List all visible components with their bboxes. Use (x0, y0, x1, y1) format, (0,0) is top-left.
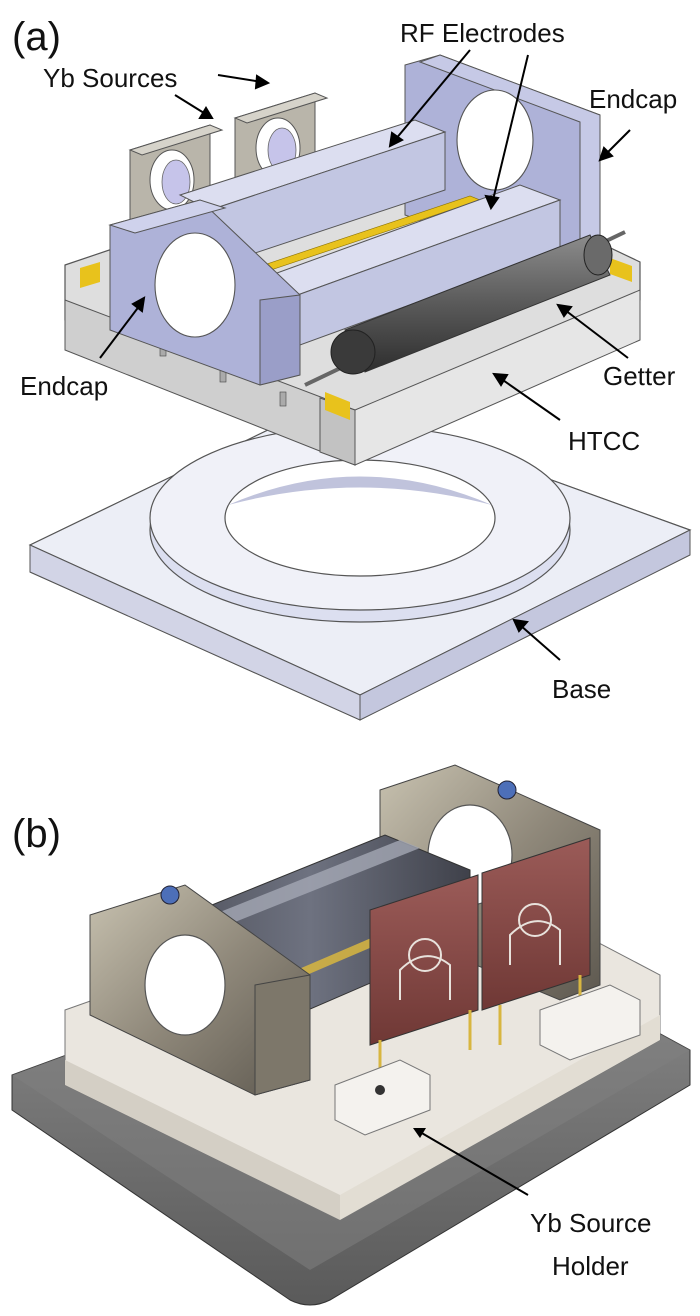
label-endcap-right: Endcap (589, 84, 677, 114)
label-rf-electrodes: RF Electrodes (400, 18, 565, 48)
photo-yb-source-chips (369, 837, 591, 1080)
label-endcap-left: Endcap (20, 371, 108, 401)
callout-arrows (99, 49, 631, 661)
rf-electrodes (178, 119, 562, 346)
base-plate (28, 399, 692, 721)
panel-label-a: (a) (12, 15, 61, 59)
endcap-front (108, 199, 301, 386)
panel-b-photo (11, 764, 691, 1306)
label-htcc: HTCC (568, 426, 640, 456)
panel-a-drawing (28, 49, 692, 721)
panel-label-b: (b) (12, 812, 61, 856)
label-yb-source-holder-line1: Yb Source (530, 1208, 651, 1238)
label-yb-sources: Yb Sources (43, 63, 177, 93)
getter (304, 230, 626, 387)
label-getter: Getter (603, 361, 676, 391)
photo-yb-source-holder (334, 1059, 431, 1136)
label-yb-source-holder-line2: Holder (552, 1251, 629, 1281)
label-base: Base (552, 674, 611, 704)
